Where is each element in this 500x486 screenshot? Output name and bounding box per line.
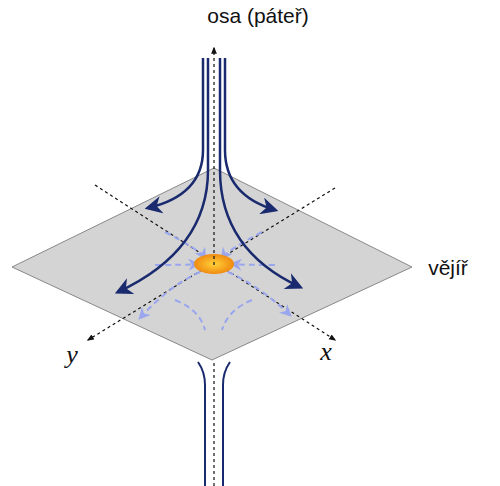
axis-letter: y (66, 340, 78, 370)
axis-letter: x (320, 337, 332, 367)
fan-label: vějíř (428, 256, 468, 280)
axis-label: osa (páteř) (207, 4, 309, 28)
